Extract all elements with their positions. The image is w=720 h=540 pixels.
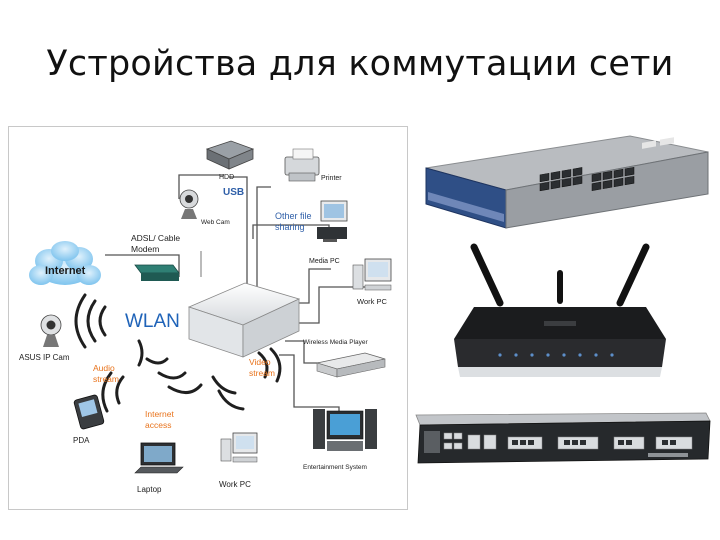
audio-stream-label-2: stream (93, 374, 119, 384)
wireless-router-photo (440, 243, 680, 393)
wireless-media-player-icon (316, 352, 386, 378)
web-cam-label: Web Cam (201, 219, 230, 226)
ip-cam-icon (40, 314, 62, 347)
media-pc-label: Media PC (309, 258, 340, 265)
printer-label: Printer (321, 175, 342, 182)
adsl-modem-label-2: Modem (131, 244, 159, 254)
wlan-label: WLAN (125, 311, 180, 332)
wireless-access-point-icon (187, 251, 301, 358)
wireless-media-player-label: Wireless Media Player (303, 339, 368, 346)
asus-ip-cam-label: ASUS IP Cam (19, 353, 70, 362)
hdd-icon (205, 140, 255, 170)
work-pc-top-label: Work PC (357, 297, 387, 306)
audio-stream-label-1: Audio (93, 363, 115, 373)
entertainment-system-label: Entertainment System (303, 464, 367, 471)
rack-switch-photo (420, 132, 710, 242)
other-file-sharing-label-1: Other file (275, 211, 312, 221)
work-pc-top-icon (352, 258, 392, 291)
wireless-waves-icon (74, 293, 282, 413)
usb-label: USB (223, 187, 244, 198)
other-file-sharing-label-2: sharing (275, 222, 305, 232)
internet-access-label-2: access (145, 420, 171, 430)
work-pc-bottom-icon (220, 432, 258, 463)
work-pc-bottom-label: Work PC (219, 480, 251, 489)
internet-cloud-icon (29, 241, 101, 285)
video-stream-label-2: stream (249, 368, 275, 378)
media-pc-icon (317, 200, 348, 242)
network-diagram: HDD USB Printer Web Cam Other file shari… (8, 126, 408, 510)
laptop-label: Laptop (137, 485, 162, 494)
printer-icon (284, 148, 320, 182)
laptop-icon (134, 442, 184, 474)
web-cam-icon (179, 189, 199, 219)
video-stream-label-1: Video (249, 357, 271, 367)
hdd-label: HDD (219, 174, 234, 181)
adsl-modem-label-1: ADSL/ Cable (131, 233, 180, 243)
entertainment-system-icon (313, 409, 377, 451)
internet-access-label-1: Internet (145, 409, 174, 419)
pda-icon (73, 394, 105, 430)
slide-title: Устройства для коммутации сети (46, 44, 674, 84)
cisco-router-photo (408, 405, 714, 475)
adsl-modem-icon (134, 264, 180, 281)
internet-label: Internet (45, 265, 86, 277)
pda-label: PDA (73, 436, 90, 445)
